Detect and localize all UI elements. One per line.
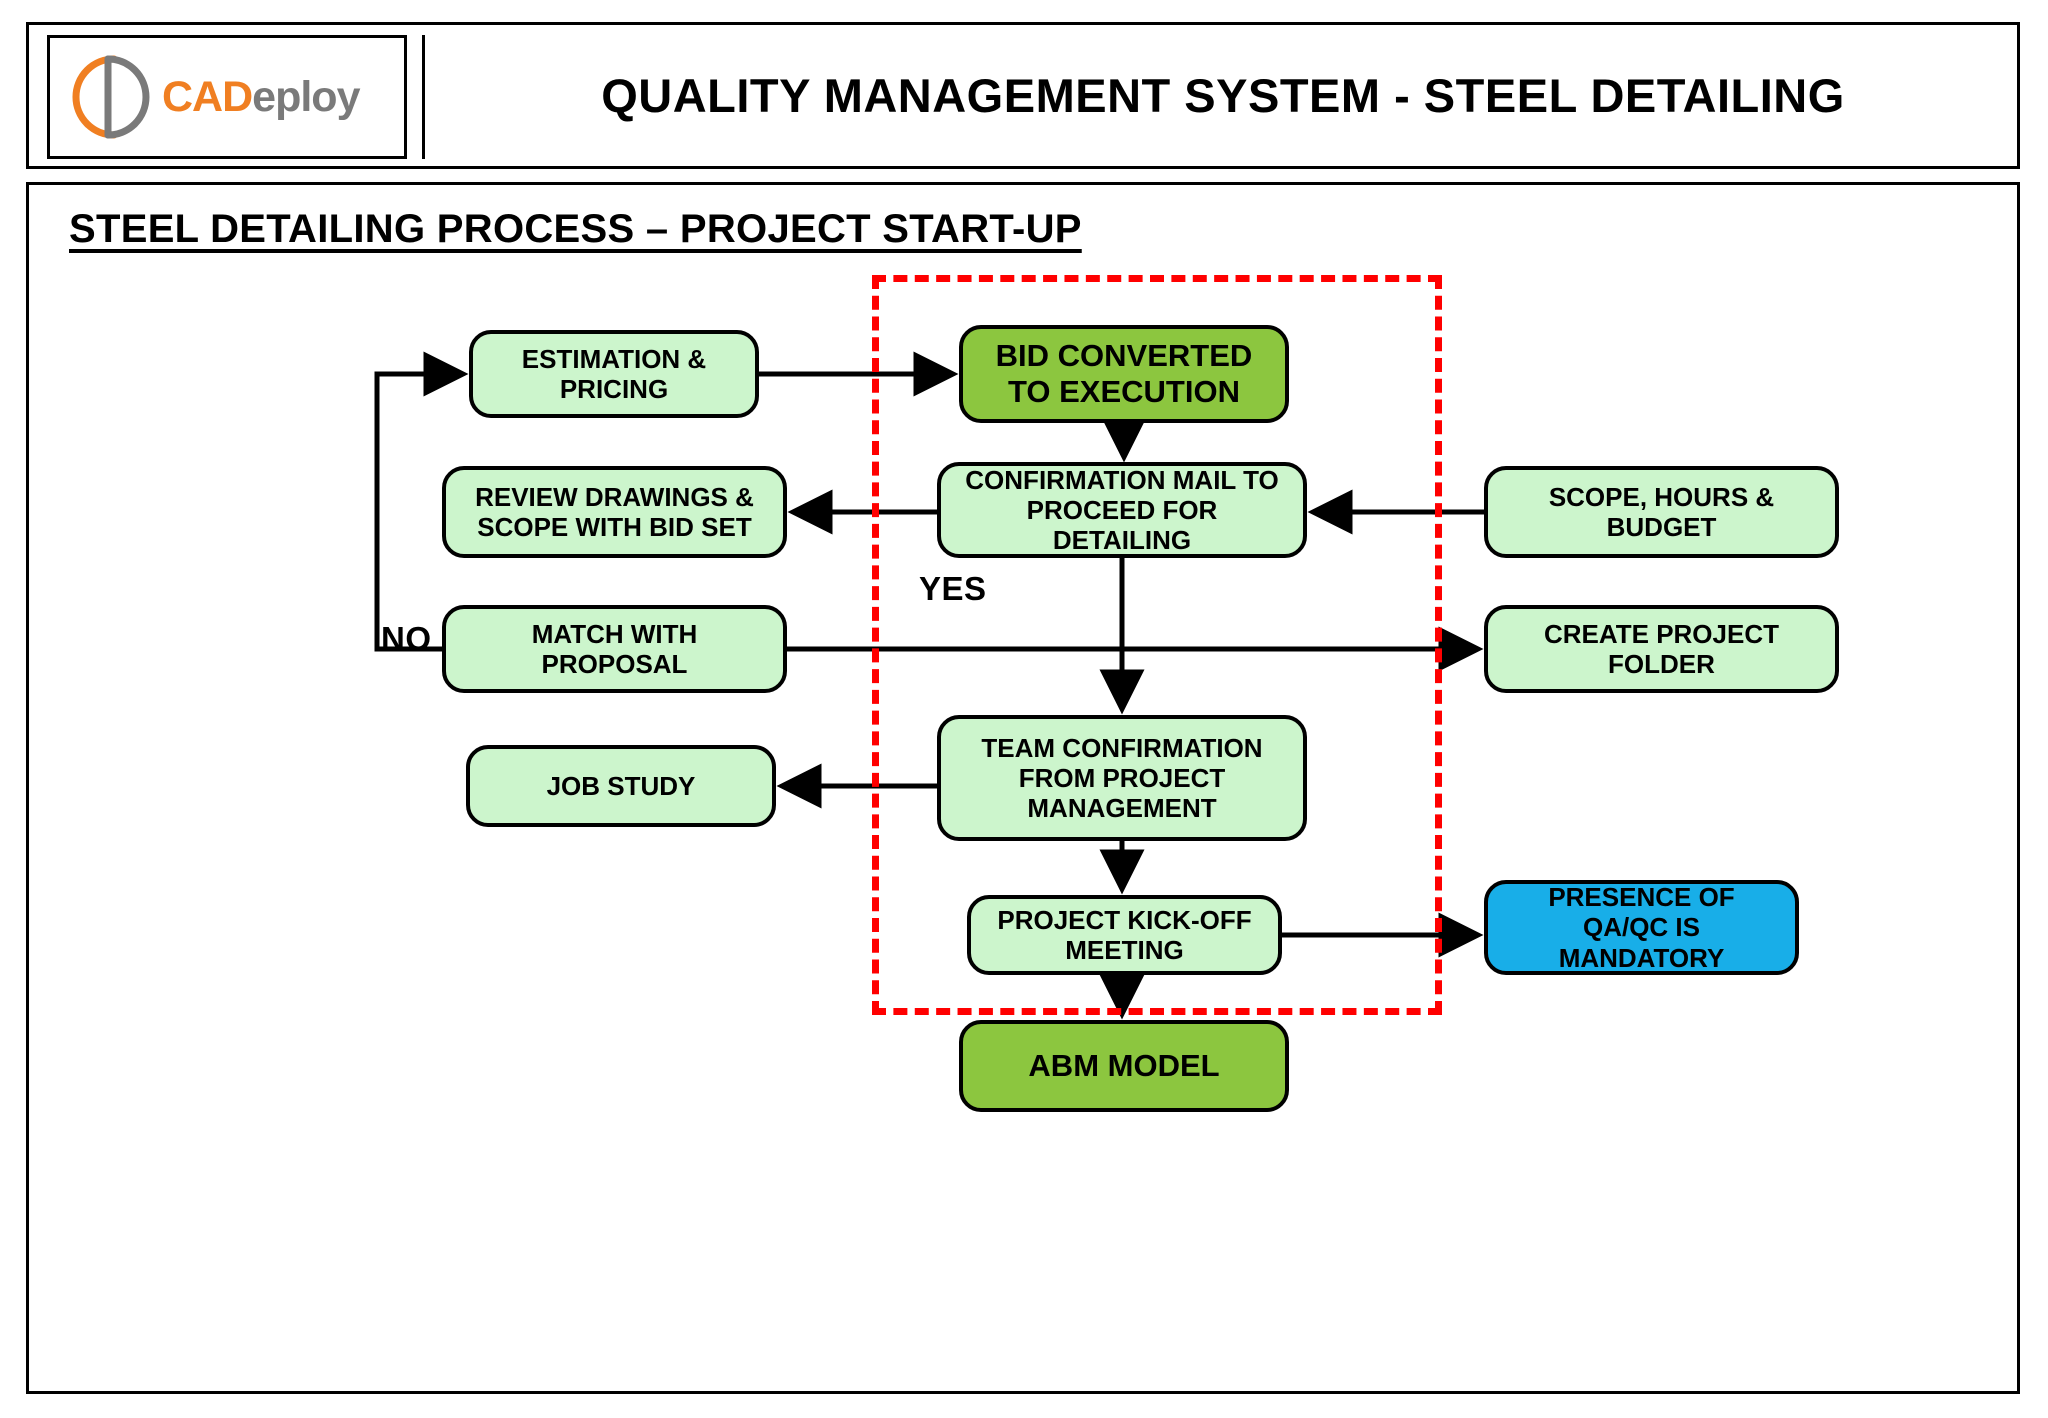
edge-label-yes: YES <box>919 570 987 607</box>
node-team-confirmation[interactable]: TEAM CONFIRMATION FROM PROJECT MANAGEMEN… <box>937 715 1307 841</box>
node-abm-model[interactable]: ABM MODEL <box>959 1020 1289 1112</box>
node-create-project-folder[interactable]: CREATE PROJECT FOLDER <box>1484 605 1839 693</box>
node-review-drawings-scope[interactable]: REVIEW DRAWINGS & SCOPE WITH BID SET <box>442 466 787 558</box>
header-panel: CADeploy QUALITY MANAGEMENT SYSTEM - STE… <box>26 22 2020 169</box>
node-confirmation-mail[interactable]: CONFIRMATION MAIL TO PROCEED FOR DETAILI… <box>937 462 1307 558</box>
node-bid-converted-to-execution[interactable]: BID CONVERTED TO EXECUTION <box>959 325 1289 423</box>
node-label: BID CONVERTED TO EXECUTION <box>995 338 1253 409</box>
edge-label-no: NO <box>381 620 432 657</box>
node-label: SCOPE, HOURS & BUDGET <box>1548 481 1775 542</box>
logo-wordmark: CADeploy <box>162 72 360 122</box>
node-label: TEAM CONFIRMATION FROM PROJECT MANAGEMEN… <box>981 732 1263 824</box>
node-label: CREATE PROJECT FOLDER <box>1544 618 1779 679</box>
node-project-kickoff-meeting[interactable]: PROJECT KICK-OFF MEETING <box>967 895 1282 975</box>
node-label: ABM MODEL <box>1028 1048 1220 1084</box>
node-label: JOB STUDY <box>546 770 696 801</box>
node-match-with-proposal[interactable]: MATCH WITH PROPOSAL <box>442 605 787 693</box>
header-divider <box>422 35 425 159</box>
logo-word-eploy: eploy <box>252 72 360 121</box>
node-estimation-pricing[interactable]: ESTIMATION & PRICING <box>469 330 759 418</box>
logo-box: CADeploy <box>47 35 407 159</box>
cadeploy-logo-mark <box>64 51 156 143</box>
node-label: REVIEW DRAWINGS & SCOPE WITH BID SET <box>475 481 754 542</box>
node-scope-hours-budget[interactable]: SCOPE, HOURS & BUDGET <box>1484 466 1839 558</box>
node-label: PRESENCE OF QA/QC IS MANDATORY <box>1548 882 1735 973</box>
node-label: ESTIMATION & PRICING <box>521 343 707 404</box>
section-title: STEEL DETAILING PROCESS – PROJECT START-… <box>69 207 1082 251</box>
node-label: CONFIRMATION MAIL TO PROCEED FOR DETAILI… <box>965 464 1279 556</box>
logo-word-cad: CAD <box>162 72 253 121</box>
node-label: MATCH WITH PROPOSAL <box>531 618 698 679</box>
node-job-study[interactable]: JOB STUDY <box>466 745 776 827</box>
node-presence-of-qaqc-mandatory[interactable]: PRESENCE OF QA/QC IS MANDATORY <box>1484 880 1799 975</box>
node-label: PROJECT KICK-OFF MEETING <box>997 904 1252 965</box>
body-panel: STEEL DETAILING PROCESS – PROJECT START-… <box>26 182 2020 1394</box>
page-title: QUALITY MANAGEMENT SYSTEM - STEEL DETAIL… <box>601 69 1845 122</box>
flowchart: ESTIMATION & PRICING BID CONVERTED TO EX… <box>29 185 2017 1391</box>
